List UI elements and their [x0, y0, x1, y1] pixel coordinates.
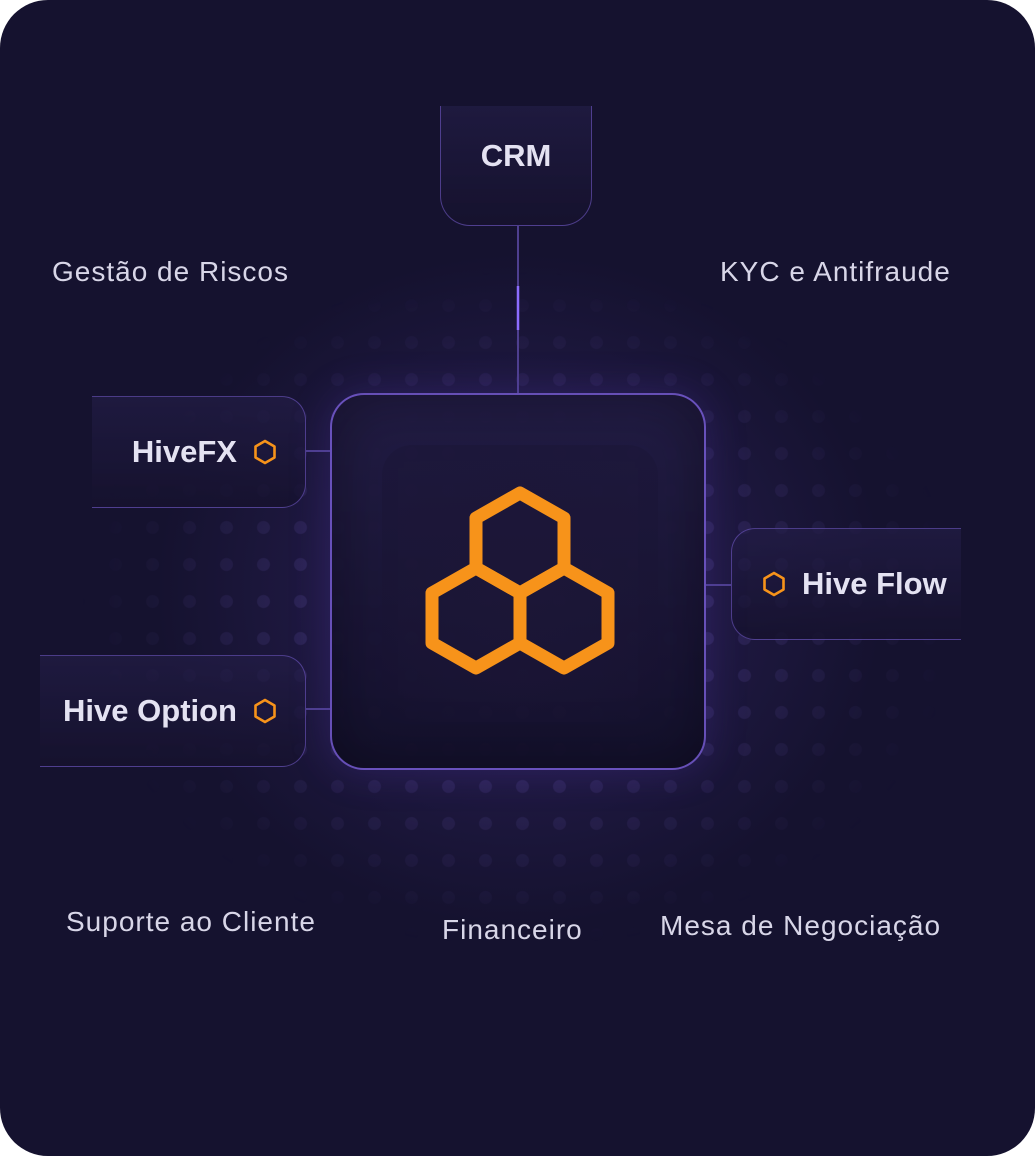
node-hivefx[interactable]: HiveFX — [92, 396, 306, 508]
hexagon-icon — [763, 571, 785, 597]
module-label-financeiro: Financeiro — [442, 914, 583, 945]
honeycomb-logo-icon — [425, 486, 615, 675]
node-hive-flow[interactable]: Hive Flow — [731, 528, 961, 640]
node-hivefx-label: HiveFX — [131, 434, 237, 469]
module-label-gestao-de-riscos: Gestão de Riscos — [52, 256, 289, 287]
module-label-kyc-antifraude: KYC e Antifraude — [720, 256, 951, 287]
hexagon-icon — [254, 439, 276, 465]
hexagon-icon — [254, 698, 276, 724]
central-hub — [330, 393, 706, 770]
node-crm-label: CRM — [480, 138, 552, 173]
node-hive-flow-label: Hive Flow — [802, 566, 947, 601]
node-crm[interactable]: CRM — [440, 106, 592, 226]
module-label-suporte-ao-cliente: Suporte ao Cliente — [66, 906, 316, 937]
node-hive-option[interactable]: Hive Option — [40, 655, 306, 767]
module-label-mesa-de-negociacao: Mesa de Negociação — [660, 910, 942, 941]
node-hive-option-label: Hive Option — [63, 693, 237, 728]
